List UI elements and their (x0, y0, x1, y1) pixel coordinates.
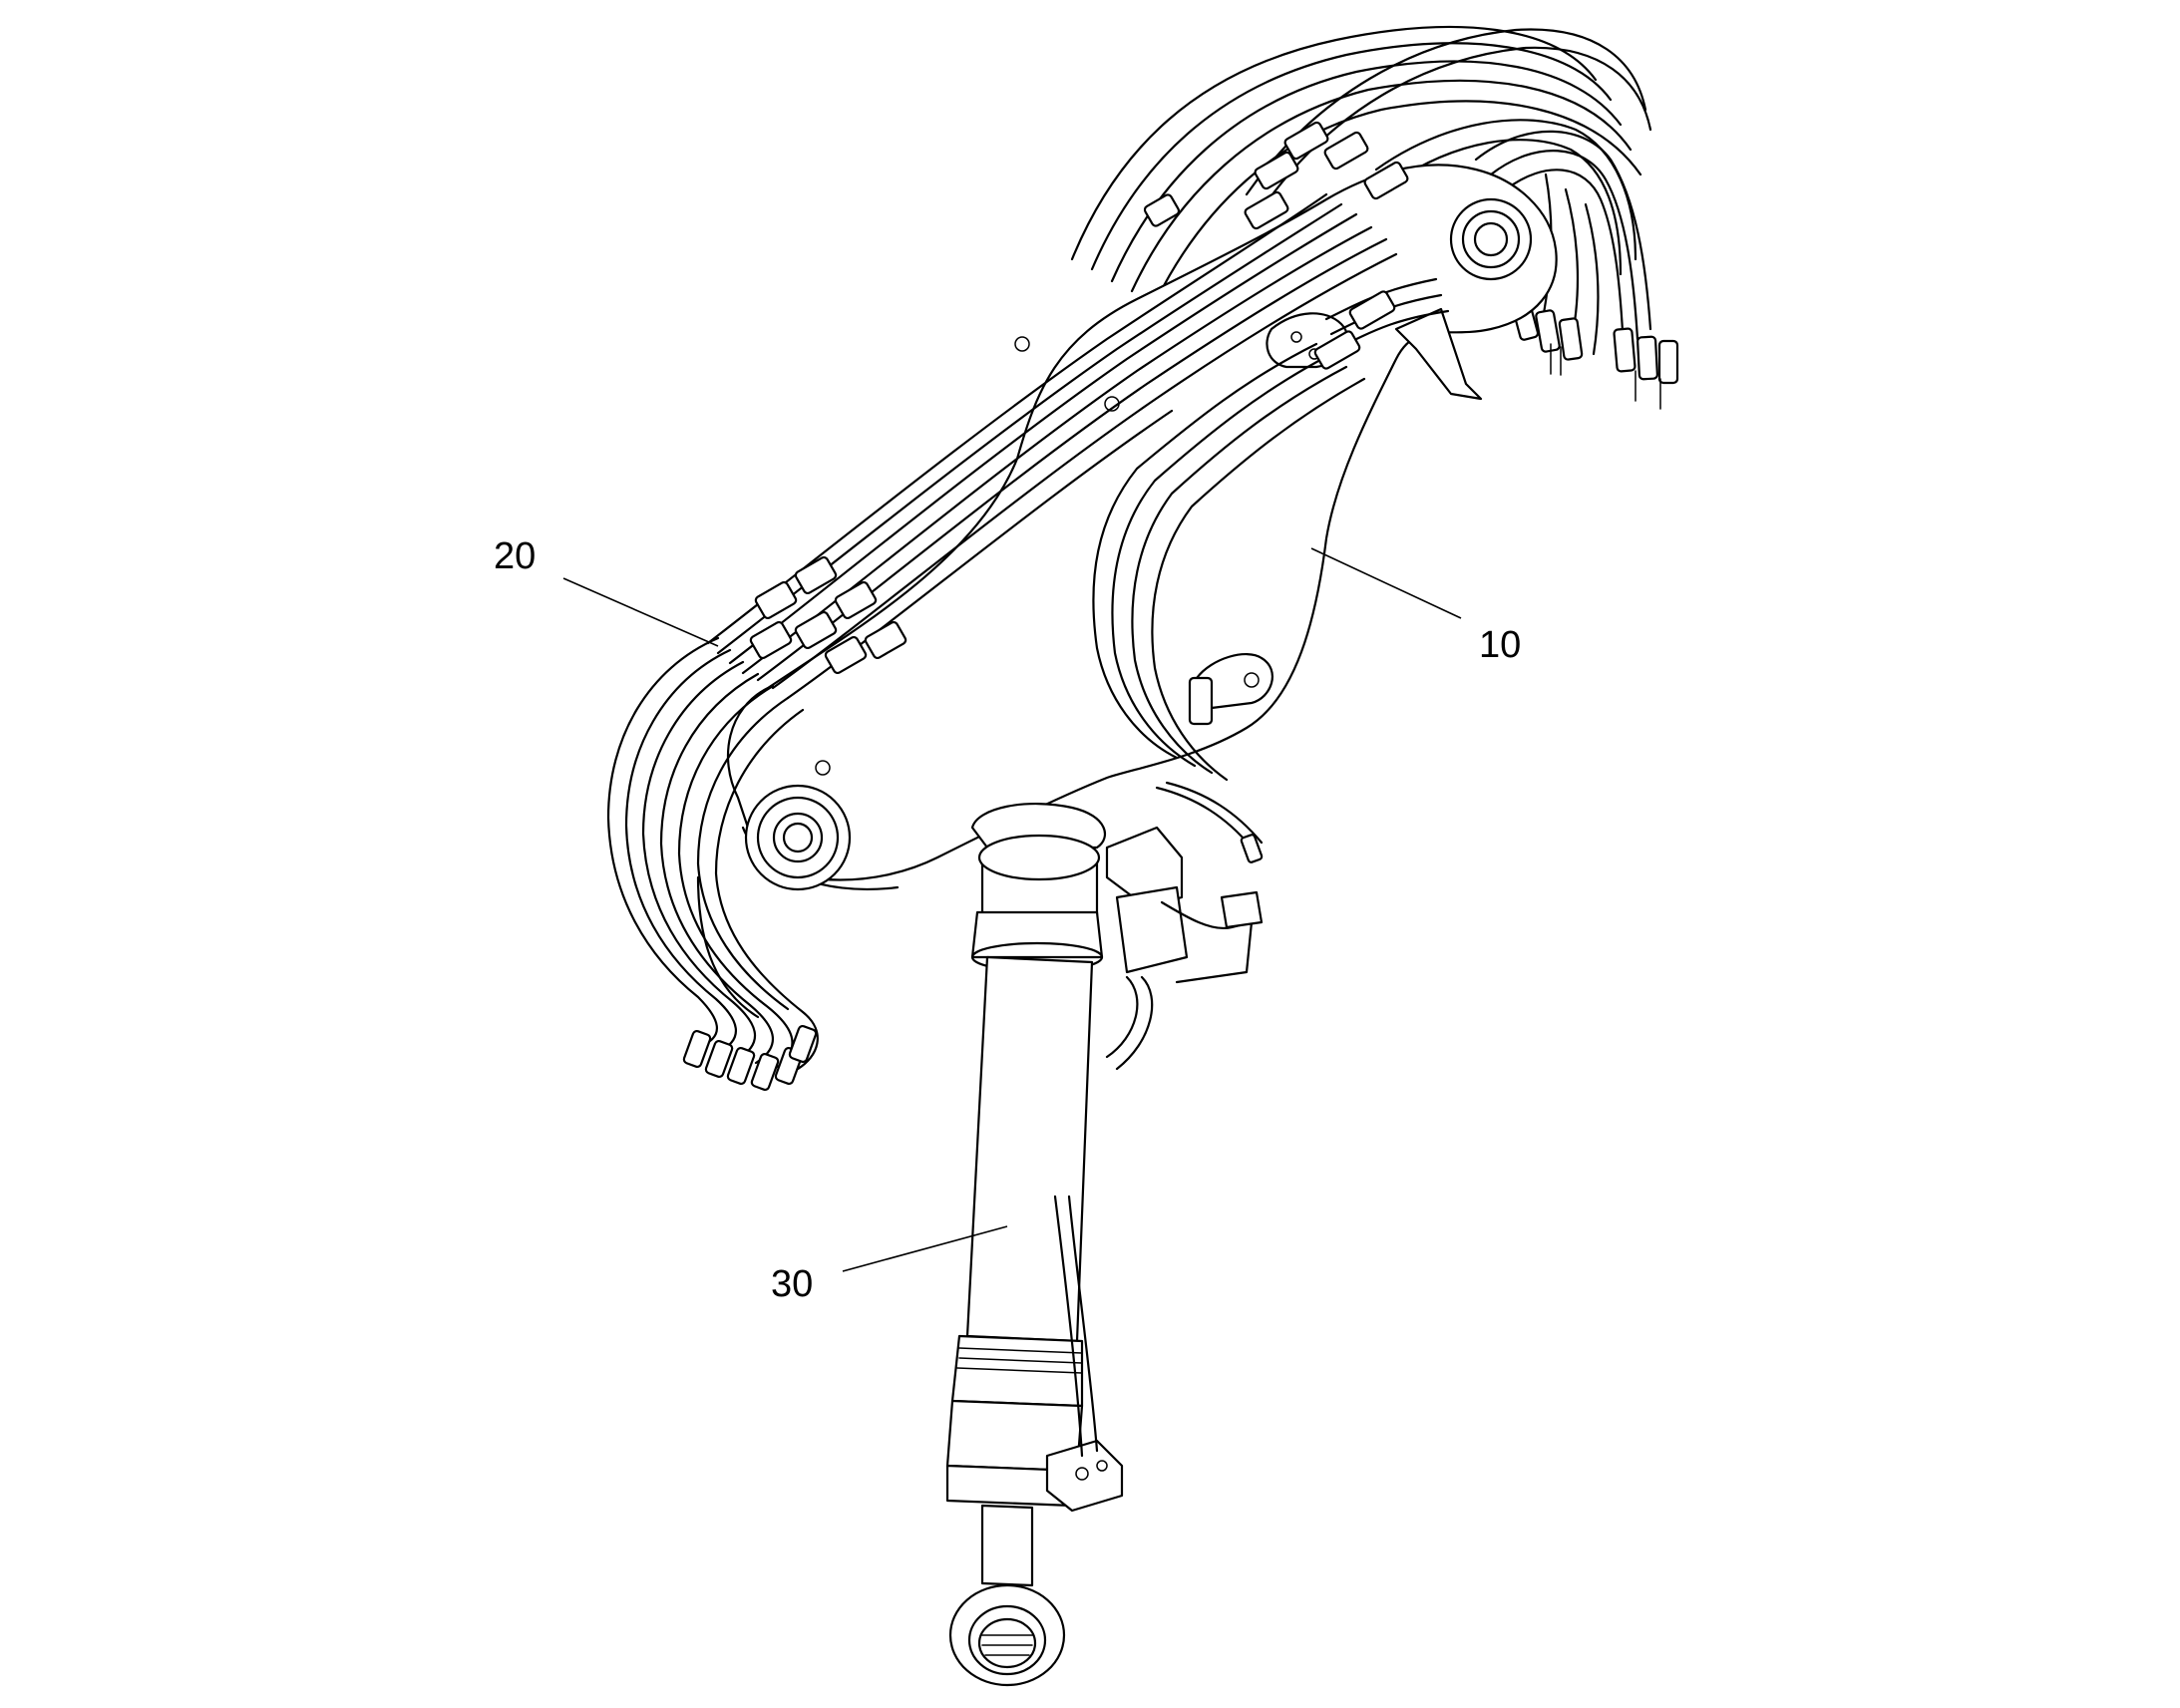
callout-10: 10 (1479, 624, 1521, 666)
callout-labels: 20 10 30 (494, 535, 1521, 1305)
leader-lines (562, 547, 1462, 1272)
left-hose-bundle (606, 636, 819, 1071)
callout-20: 20 (494, 535, 536, 577)
hose-fittings-bottom-left (682, 1024, 818, 1092)
boom-arm-body (726, 164, 1558, 891)
leader-line-30 (842, 1225, 1008, 1272)
leader-line-20 (562, 577, 719, 647)
hose-clamps (749, 121, 1409, 675)
leader-line-10 (1310, 547, 1462, 619)
hydraulic-cylinder (945, 802, 1124, 1687)
valve-manifold (1105, 781, 1264, 1071)
callout-30: 30 (771, 1263, 813, 1305)
